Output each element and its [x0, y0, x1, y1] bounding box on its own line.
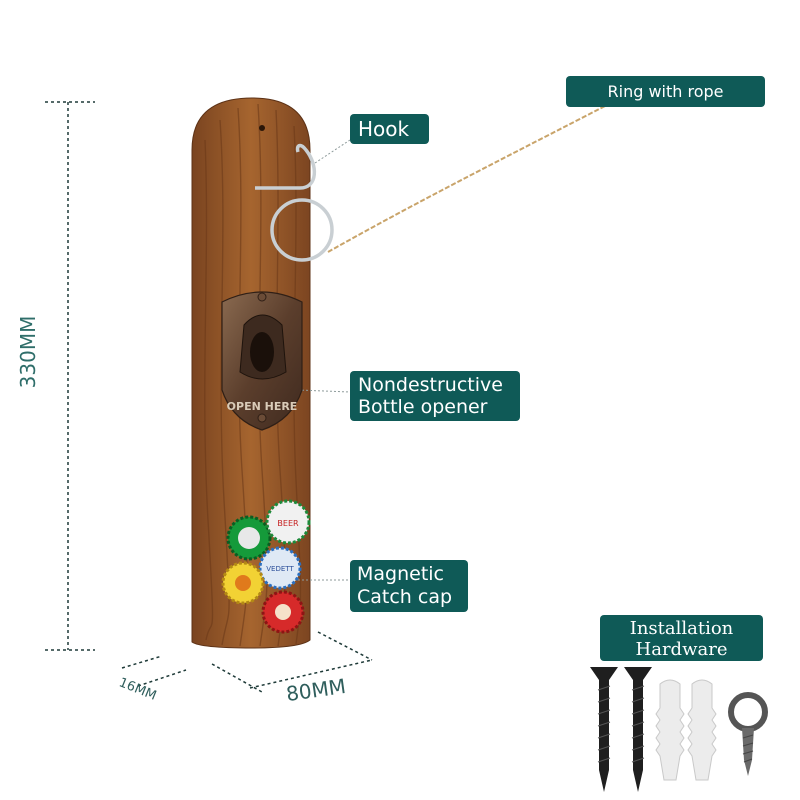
height-dimension: 330MM — [16, 315, 40, 389]
wall-anchor-1 — [655, 679, 685, 781]
depth-dimension-lines — [121, 655, 187, 687]
hardware-label: Installation Hardware — [600, 615, 763, 661]
wall-anchor-2 — [687, 679, 717, 781]
opener-label: Nondestructive Bottle opener — [350, 371, 520, 421]
bottle-cap-white-red — [265, 499, 311, 545]
screw-1 — [590, 667, 618, 792]
hook-label: Hook — [350, 114, 429, 144]
eye-screw — [728, 692, 768, 776]
installation-hardware — [590, 667, 768, 792]
opener-text: OPEN HERE — [227, 400, 298, 413]
cap4-text: VEDETT — [266, 565, 294, 573]
bottle-caps: BEER VEDETT — [221, 499, 311, 634]
height-dimension-lines — [45, 101, 95, 651]
screw-2 — [624, 667, 652, 792]
ring-label: Ring with rope — [566, 76, 765, 107]
hook-and-ring — [255, 143, 334, 262]
bottle-cap-blue — [258, 546, 302, 590]
width-dimension-lines — [211, 631, 373, 693]
rope — [327, 105, 606, 253]
catch-cap-label: Magnetic Catch cap — [350, 560, 468, 612]
bottle-opener: OPEN HERE — [221, 291, 303, 431]
cap2-text: BEER — [277, 519, 299, 528]
